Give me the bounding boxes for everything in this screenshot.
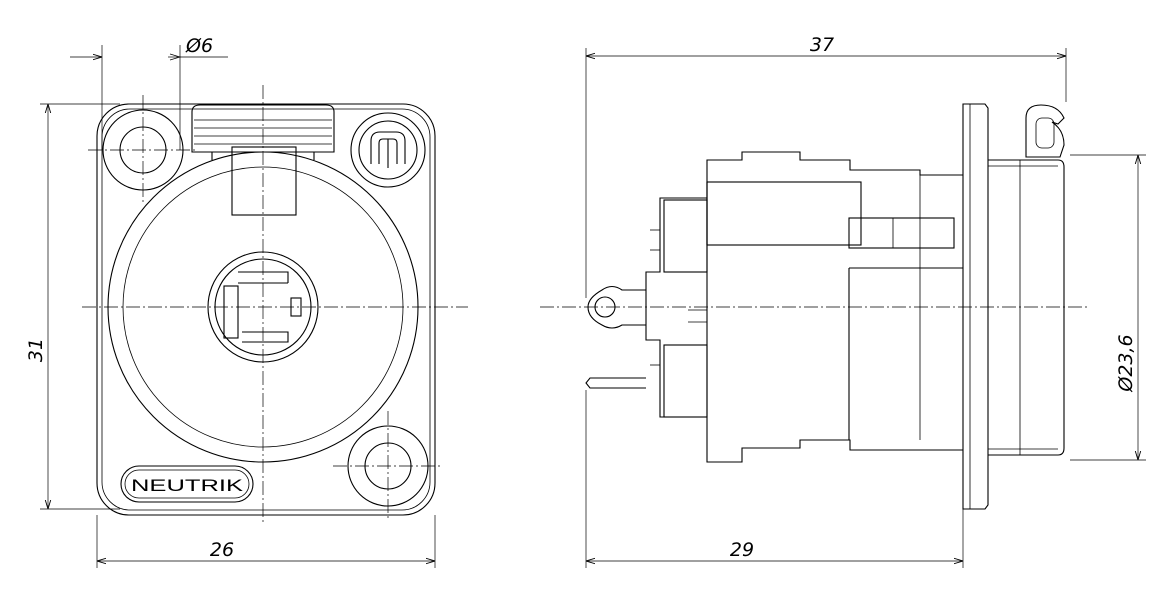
dim-flange-diameter: Ø23,6 bbox=[1115, 334, 1137, 392]
dim-hole-diameter: Ø6 bbox=[185, 35, 213, 57]
side-barrel bbox=[706, 151, 963, 463]
brand-label: NEUTRIK bbox=[131, 476, 244, 495]
front-view: NEUTRIK bbox=[82, 85, 468, 525]
latch-tab bbox=[191, 104, 335, 216]
front-flange-inner bbox=[101, 108, 431, 511]
side-housing bbox=[645, 197, 707, 418]
dim-overall-length: 37 bbox=[810, 34, 834, 56]
dim-body-length: 29 bbox=[730, 539, 754, 561]
front-flange-outer bbox=[96, 103, 436, 516]
contact-pin bbox=[585, 377, 646, 389]
side-front-ring bbox=[988, 159, 1065, 456]
side-view bbox=[540, 103, 1090, 510]
side-block bbox=[706, 181, 862, 246]
dim-front-height: 31 bbox=[25, 338, 47, 362]
side-flange bbox=[962, 103, 989, 510]
brand-label-group: NEUTRIK bbox=[120, 465, 254, 503]
brand-logo-icon bbox=[350, 112, 426, 188]
side-latch bbox=[1025, 104, 1065, 158]
dimensions: Ø6 31 26 37 29 Ø23,6 bbox=[25, 34, 1146, 568]
dim-front-width: 26 bbox=[210, 539, 234, 561]
